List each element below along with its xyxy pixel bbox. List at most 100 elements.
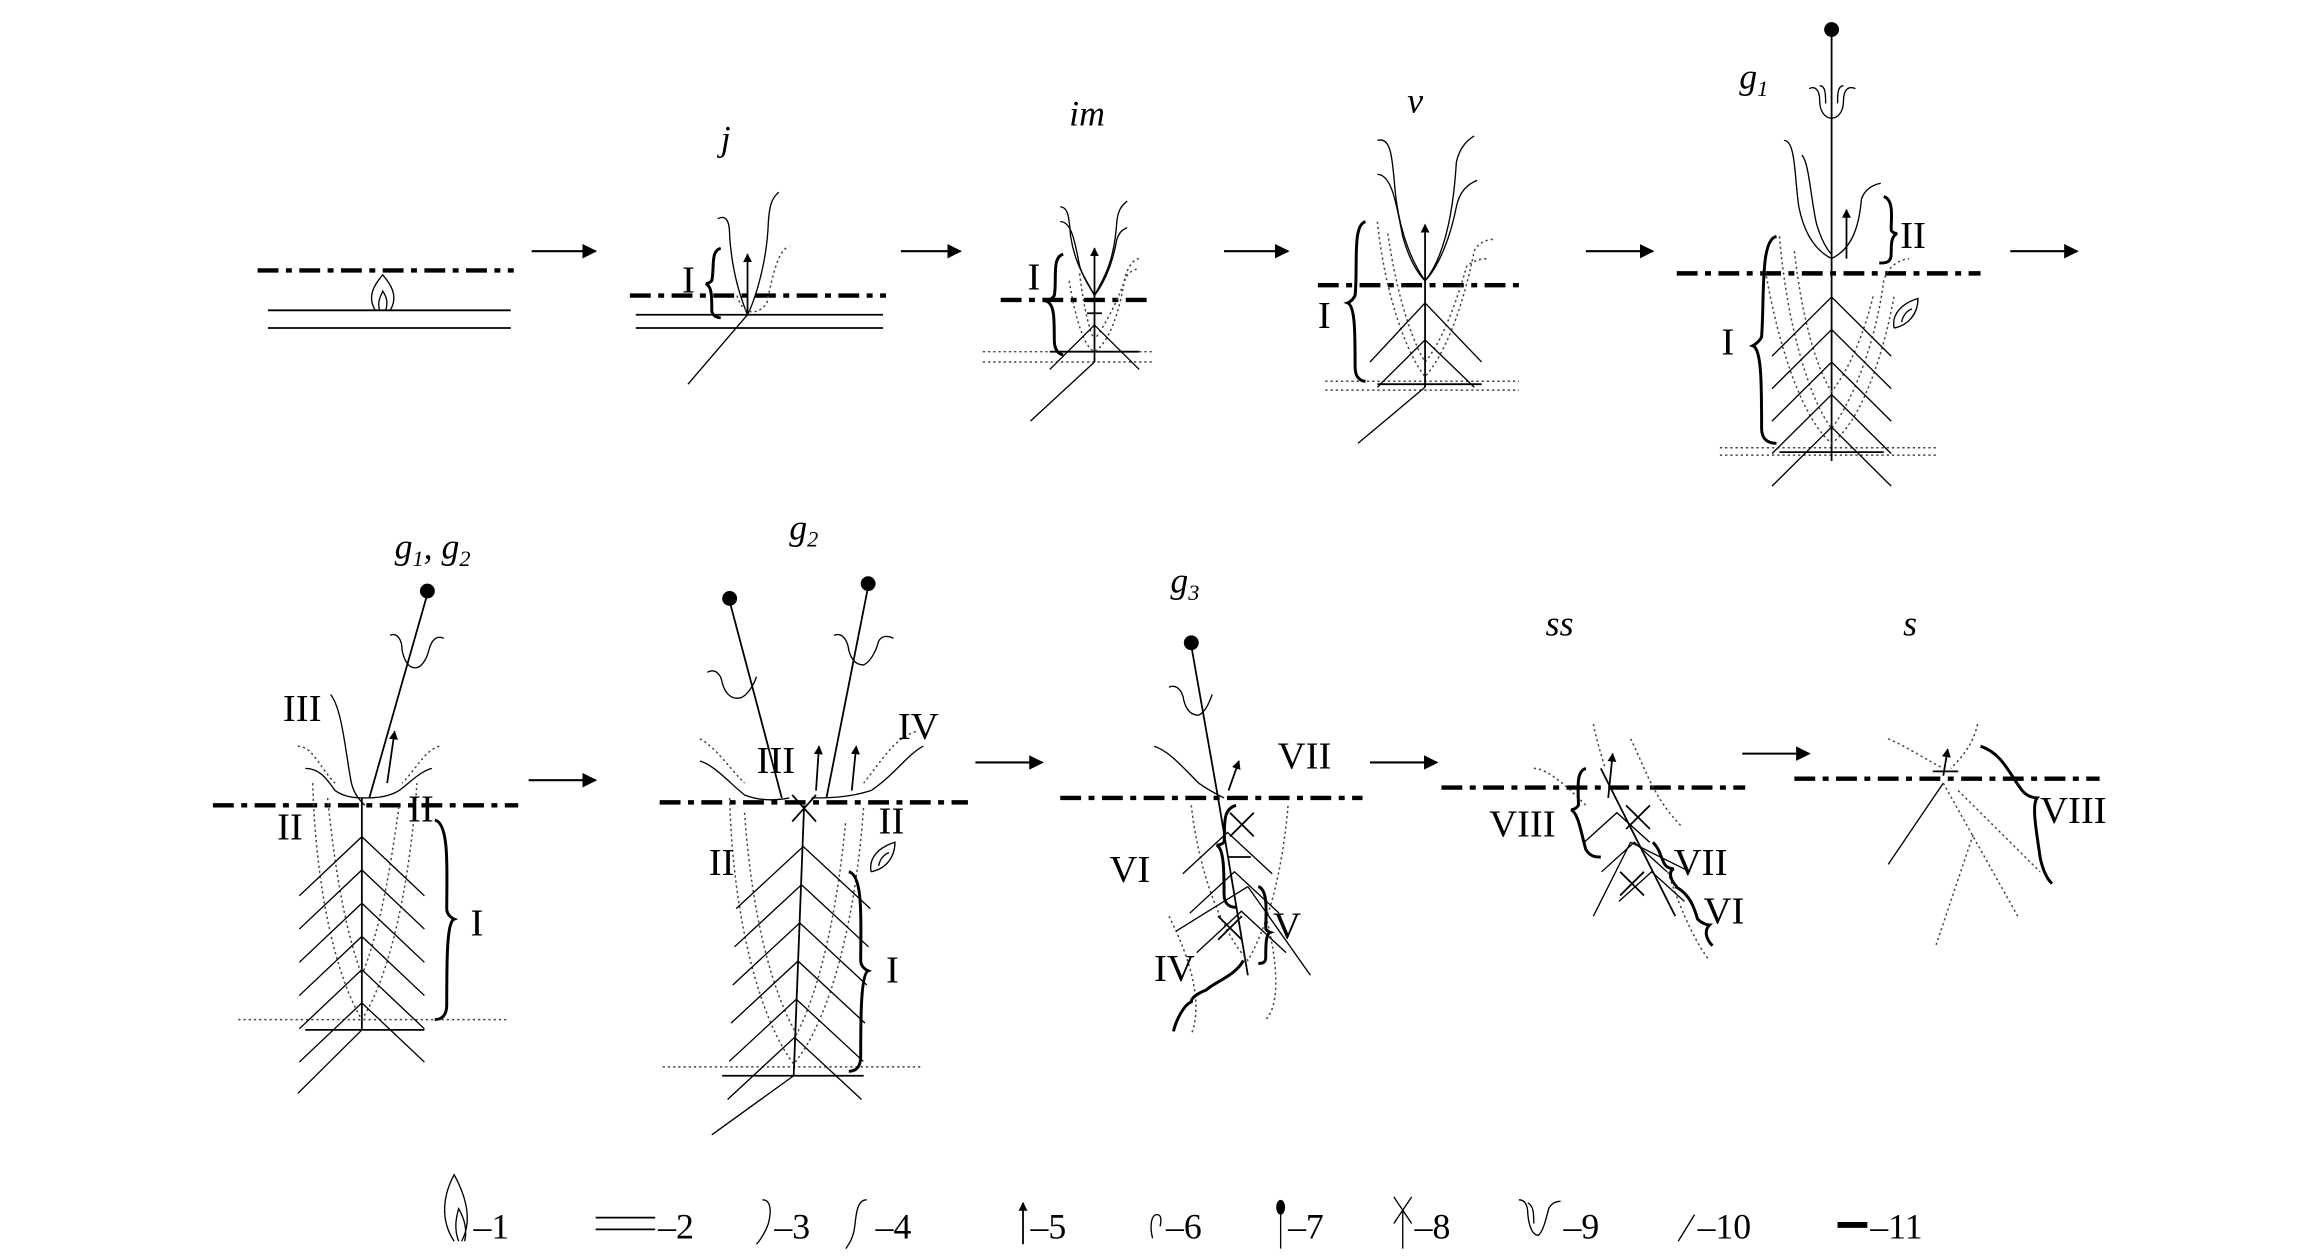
dead-leaf-icon — [311, 783, 418, 1021]
legend-label: –1 — [473, 1206, 510, 1246]
legend-item-5: –5 — [1018, 1201, 1066, 1246]
root-line — [1357, 386, 1426, 444]
leaf-base-chevron — [728, 998, 864, 1062]
flower-stalk — [825, 586, 870, 799]
brace — [1215, 803, 1237, 909]
numeral-label: II — [408, 789, 434, 831]
arrow-up-icon — [386, 730, 398, 784]
numeral-label: VIII — [1489, 803, 1556, 845]
legend-label: –8 — [1414, 1206, 1451, 1246]
arrow-up-icon — [1607, 752, 1617, 799]
root-line — [687, 314, 749, 385]
stage-label-g3: g3 — [1170, 561, 1199, 605]
stage-g1-g2: g1, g2 I III II II — [212, 527, 519, 1094]
dead-shoot-cross-icon — [791, 794, 817, 823]
flower-cup-icon — [1168, 685, 1213, 716]
root-line — [1376, 339, 1426, 388]
stage-label-j: j — [717, 119, 731, 159]
dead-leaf-icon — [1592, 723, 1606, 769]
bud-icon — [870, 841, 896, 873]
leaf-base-chevron — [298, 869, 425, 930]
root-line — [1887, 782, 1944, 865]
subscript: 1 — [412, 546, 423, 571]
leaf-base-chevron — [1196, 910, 1287, 954]
arrow-up-icon — [1227, 760, 1241, 791]
legend-item-6: –6 — [1150, 1206, 1202, 1246]
leaf-base-chevron — [1189, 870, 1280, 914]
leaf-base-chevron — [1771, 361, 1892, 422]
subscript: 1 — [1757, 76, 1768, 101]
flower-stalk — [1190, 645, 1219, 799]
brace — [1570, 766, 1601, 859]
leaf-base-chevron — [298, 968, 425, 1030]
double-line-icon — [595, 1216, 656, 1231]
bud-icon — [443, 1173, 468, 1242]
numeral-label: IV — [898, 706, 939, 748]
dead-leaf-icon — [1778, 236, 1910, 430]
main-stem — [792, 805, 806, 1076]
brace — [848, 870, 873, 1073]
dead-shoot-cross-icon — [1217, 915, 1243, 941]
brace — [1171, 959, 1245, 1032]
leaf-blade-icon — [845, 1199, 867, 1249]
leaf-icon — [1801, 154, 1833, 255]
flower-stalk — [368, 593, 429, 799]
dead-shoot-cross-icon — [1229, 812, 1255, 837]
leaf-base-chevron — [734, 883, 869, 948]
flower-cup-icon — [706, 670, 758, 699]
stage-g2: g2 I III IV II II — [659, 507, 968, 1136]
root-line — [297, 1029, 363, 1094]
dead-leaf-icon — [1793, 251, 1875, 393]
legend-label: –11 — [1869, 1206, 1922, 1246]
flower-cup-icon — [1518, 1199, 1561, 1236]
dead-leaf-icon — [728, 797, 865, 1066]
stage-s: s VIII — [1794, 604, 2107, 946]
leaf-base-chevrons — [298, 296, 1892, 1100]
arrow-up-icon — [814, 745, 823, 791]
leaf-base-chevron — [732, 922, 868, 986]
numeral-label: VI — [1704, 891, 1745, 933]
legend-item-8: –8 — [1393, 1196, 1451, 1249]
leaf-base-chevron — [1601, 841, 1668, 873]
dead-leaf-icon — [743, 812, 847, 1036]
stage-label-g1: g1 — [1739, 57, 1768, 101]
numeral-label: I — [682, 260, 695, 302]
root-line — [1424, 302, 1483, 363]
dead-leaf-icon — [699, 730, 917, 784]
dead-rhizome — [1935, 834, 1974, 946]
stage-j: j I — [629, 119, 887, 385]
stage-label-s: s — [1903, 604, 1917, 644]
stage-g3: g3 VII VI V IV — [1060, 561, 1363, 1035]
dead-leaf-icon — [1190, 805, 1289, 962]
stage-g1: g1 II I — [1676, 22, 1981, 462]
numeral-label: I — [1721, 322, 1734, 364]
leaf-base-chevron — [1583, 811, 1651, 843]
numeral-label: III — [756, 740, 795, 782]
brace — [1343, 220, 1367, 383]
leaf-sheath-icon — [755, 1199, 771, 1245]
brace — [1748, 234, 1778, 445]
dead-leaf-icon — [1887, 723, 1979, 770]
stage-label-im: im — [1069, 94, 1105, 134]
leaf-base-chevron — [1771, 296, 1892, 357]
legend-label: –6 — [1165, 1206, 1202, 1246]
separator: , g — [424, 527, 460, 567]
stage-label-ss: ss — [1546, 604, 1574, 644]
legend-label: –9 — [1563, 1206, 1600, 1246]
root-line — [1369, 302, 1426, 363]
stage-ss: ss VIII VII VI — [1441, 604, 1746, 961]
dead-leaf-icon — [297, 745, 440, 784]
numeral-label: I — [1318, 295, 1331, 337]
numeral-label: VIII — [2040, 790, 2107, 832]
bud-icon — [1893, 297, 1919, 329]
dead-shoot-cross-icon — [1619, 871, 1645, 897]
dead-leaf-icon — [1068, 257, 1140, 353]
stage-im: im I — [982, 94, 1155, 422]
flower-cup-icon — [389, 634, 445, 669]
legend-item-1: –1 — [443, 1173, 510, 1246]
leaf-base-chevron — [1771, 426, 1892, 487]
brace — [1257, 885, 1275, 965]
dead-shoot-cross-icon — [1393, 1196, 1413, 1249]
root-line — [1247, 886, 1311, 976]
numeral-label: I — [886, 950, 899, 992]
